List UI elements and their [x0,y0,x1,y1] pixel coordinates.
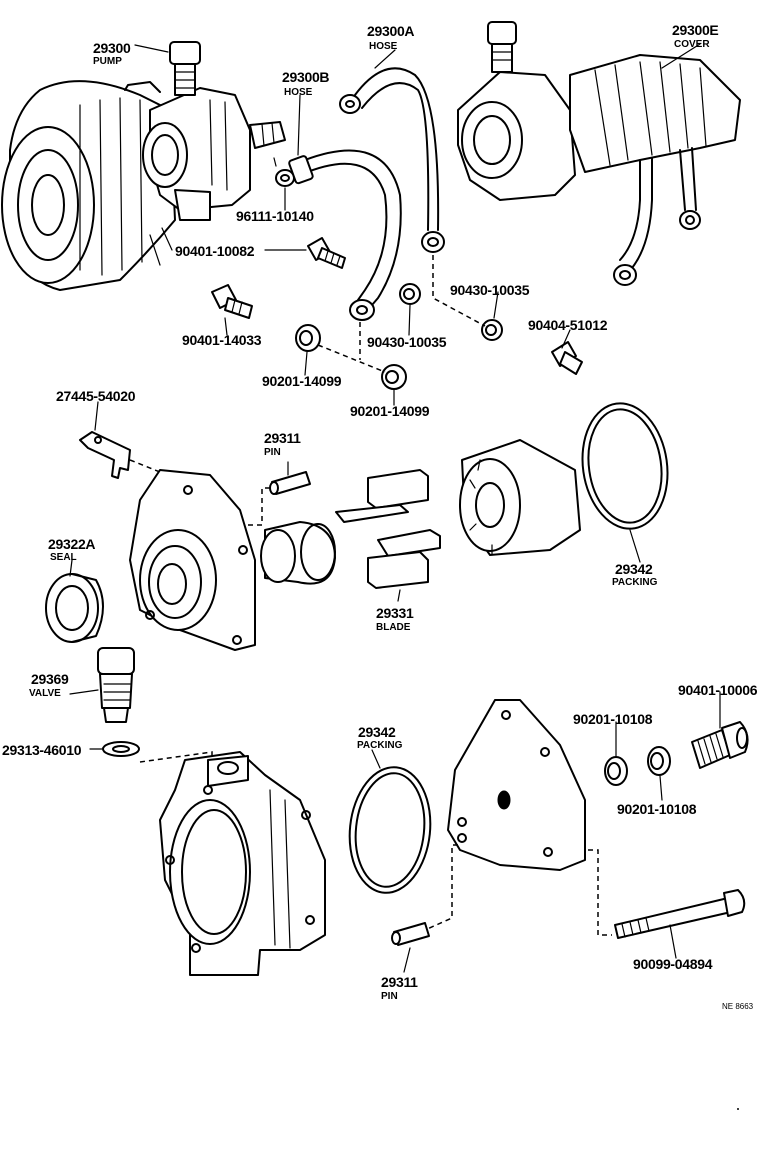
part-number: 29300A [367,23,414,39]
pump-drawing [142,41,286,221]
part-name: VALVE [29,688,61,699]
callout-90201-10108-a: 90201-10108 [573,711,653,727]
part-number: 29322A [48,536,95,552]
scan-speck [737,1108,739,1110]
callout-29342-packing-a: 29342 PACKING [612,561,658,588]
part-name: COVER [674,39,710,50]
callout-96111-10140: 96111-10140 [236,208,314,224]
callout-27445-54020: 27445-54020 [56,388,136,404]
part-name: PUMP [93,56,122,67]
rear-housing-drawing [159,751,326,976]
callout-29322a-seal: 29322A SEAL [48,536,96,563]
callout-29300b-hose: 29300B HOSE [282,69,330,98]
washer-90430-10035-a-drawing [399,283,421,305]
front-housing-drawing [129,469,256,651]
part-number: 29342 [615,561,653,577]
blades-29331-drawing [335,469,441,589]
washer-29313-drawing [102,741,140,757]
callout-29300a-hose: 29300A HOSE [367,23,415,52]
callout-29300-pump: 29300 PUMP [93,40,131,67]
callout-90201-14099-b: 90201-14099 [350,403,430,419]
callout-90430-10035-a: 90430-10035 [367,334,447,350]
drawing-code: NE 8663 [722,1002,754,1011]
packing-29342-a-drawing [581,402,669,530]
pump-assembly-right-drawing [457,21,741,286]
part-name: HOSE [369,41,398,52]
pin-29311-a-drawing [269,471,311,495]
callout-29311-pin-a: 29311 PIN [264,430,301,458]
washer-90201-10108-a-drawing [604,756,628,786]
part-number: 29300E [672,22,718,38]
valve-29369-drawing [97,647,135,723]
part-name: PIN [264,447,281,458]
bushing-drawing [260,521,336,585]
end-plate-drawing [447,699,586,871]
rotor-drawing [459,439,581,556]
callout-90430-10035-b: 90430-10035 [450,282,530,298]
callout-90404-51012: 90404-51012 [528,317,608,333]
callout-29313-46010: 29313-46010 [2,742,82,758]
part-number: 29369 [31,671,69,687]
part-name: PACKING [357,740,403,751]
callout-29369-valve: 29369 VALVE [29,671,69,699]
hose-29300a-drawing [339,67,445,253]
part-name: SEAL [50,552,77,563]
packing-29342-b-drawing [348,766,432,894]
part-number: 29300B [282,69,329,85]
part-number: 29311 [264,430,301,446]
plug-bolt-90401-10006-drawing [691,721,749,769]
leader-lines [69,43,721,973]
part-number: 29311 [381,974,418,990]
callout-90401-14033: 90401-14033 [182,332,262,348]
hose-29300b-drawing [288,149,402,321]
washer-90201-14099-b-drawing [381,364,407,390]
bolt-90401-14033-drawing [211,284,253,319]
alternator-drawing [1,80,176,291]
bracket-27445-drawing [79,431,131,479]
callout-29311-pin-b: 29311 PIN [381,974,418,1002]
callout-90201-10108-b: 90201-10108 [617,801,697,817]
seal-29322a-drawing [45,573,104,643]
bolt-90404-51012-drawing [551,341,583,375]
washer-90201-14099-a-drawing [295,324,321,352]
part-name: PACKING [612,577,658,588]
bolt-90099-04894-drawing [614,889,746,939]
callout-90201-14099-a: 90201-14099 [262,373,342,389]
callout-29342-packing-b: 29342 PACKING [357,724,403,751]
callout-90401-10006: 90401-10006 [678,682,758,698]
part-name: BLADE [376,622,411,633]
pin-29311-b-drawing [391,922,430,946]
washer-90201-10108-b-drawing [647,746,671,776]
bolt-90401-10082-drawing [307,237,346,269]
washer-90430-10035-b-drawing [481,319,503,341]
part-number: 29342 [358,724,396,740]
callout-90401-10082: 90401-10082 [175,243,255,259]
callout-29331-blade: 29331 BLADE [376,605,414,633]
part-name: HOSE [284,87,313,98]
part-number: 29331 [376,605,414,621]
callout-90099-04894: 90099-04894 [633,956,713,972]
part-number: 29300 [93,40,131,56]
part-name: PIN [381,991,398,1002]
callout-29300e-cover: 29300E COVER [672,22,719,50]
